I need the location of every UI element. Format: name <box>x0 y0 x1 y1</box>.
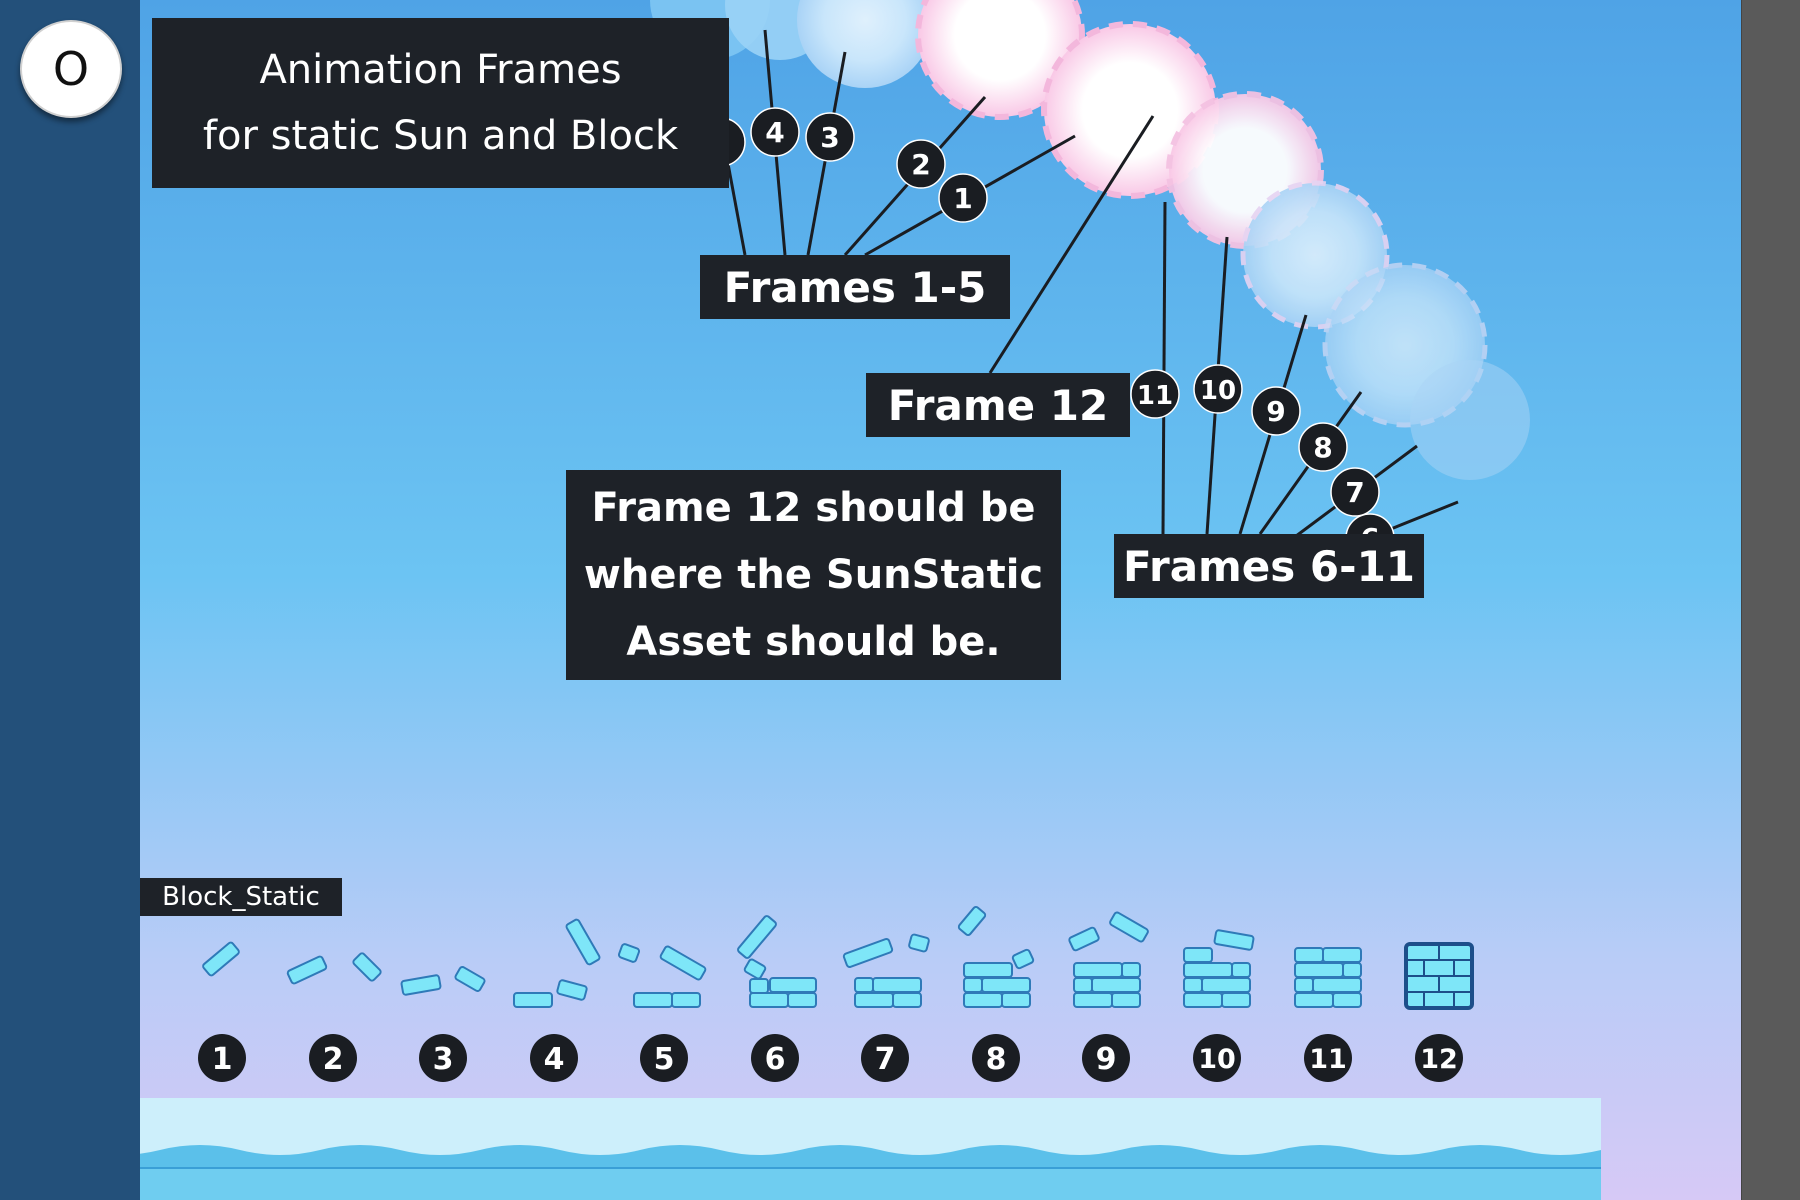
block-num-4: 4 <box>530 1034 578 1082</box>
block-frame-9 <box>1068 911 1149 1008</box>
sun-dot-3: 3 <box>805 112 855 162</box>
block-num-9: 9 <box>1082 1034 1130 1082</box>
right-scrollbar[interactable] <box>1741 0 1800 1200</box>
frame-12-label: Frame 12 <box>866 373 1130 437</box>
sun-dot-9: 9 <box>1251 386 1301 436</box>
title-box: Animation Frames for static Sun and Bloc… <box>152 18 729 188</box>
title-line-1: Animation Frames <box>259 47 622 93</box>
sun-dot-8: 8 <box>1298 422 1348 472</box>
block-num-2-label: 2 <box>323 1042 344 1077</box>
note-line-2: where the SunStatic <box>583 551 1044 598</box>
sun-dot-7: 7 <box>1330 467 1380 517</box>
sun-dot-8-label: 8 <box>1313 431 1332 464</box>
frames-6-11-label: Frames 6-11 <box>1114 534 1424 598</box>
sun-dot-1-label: 1 <box>953 182 972 215</box>
block-num-4-label: 4 <box>544 1042 565 1077</box>
sun-frame-2 <box>915 0 1085 120</box>
block-frame-11 <box>1294 947 1362 1008</box>
block-num-3: 3 <box>419 1034 467 1082</box>
block-frame-5 <box>617 943 707 1008</box>
sun-frame-8 <box>1410 360 1530 480</box>
sun-dot-11-label: 11 <box>1137 381 1173 411</box>
frames-1-5-label: Frames 1-5 <box>700 255 1010 319</box>
block-num-11-label: 11 <box>1309 1044 1347 1075</box>
sun-frame-3 <box>797 0 933 88</box>
block-frame-7 <box>842 933 930 1008</box>
block-num-10-label: 10 <box>1198 1044 1236 1075</box>
block-frame-4 <box>513 918 601 1008</box>
block-frames <box>202 906 1474 1010</box>
note-box: Frame 12 should be where the SunStatic A… <box>566 470 1061 680</box>
sun-dot-4-label: 4 <box>765 116 784 149</box>
block-num-7-label: 7 <box>875 1042 896 1077</box>
block-frame-6 <box>737 915 817 1008</box>
block-static-label: Block_Static <box>140 878 342 916</box>
sun-frames <box>650 0 1530 480</box>
sun-dot-2: 2 <box>896 139 946 189</box>
ground <box>140 1098 1601 1200</box>
block-num-1-label: 1 <box>212 1042 233 1077</box>
block-frame-2 <box>286 952 382 985</box>
sun-dot-4: 4 <box>750 107 800 157</box>
block-num-12-label: 12 <box>1420 1044 1458 1075</box>
block-frame-3 <box>400 966 486 996</box>
block-num-11: 11 <box>1304 1034 1352 1082</box>
sun-dot-1: 1 <box>938 173 988 223</box>
block-num-6: 6 <box>751 1034 799 1082</box>
sun-dot-9-label: 9 <box>1266 395 1285 428</box>
block-num-12: 12 <box>1415 1034 1463 1082</box>
sun-dot-7-label: 7 <box>1345 476 1364 509</box>
block-num-5: 5 <box>640 1034 688 1082</box>
block-num-5-label: 5 <box>654 1042 675 1077</box>
step-marker: O <box>20 20 122 118</box>
block-num-3-label: 3 <box>433 1042 454 1077</box>
block-num-2: 2 <box>309 1034 357 1082</box>
scene-svg: 1 2 3 4 5 6 7 8 9 10 11 <box>140 0 1601 1200</box>
sun-dot-10-label: 10 <box>1200 376 1236 406</box>
sun-dot-2-label: 2 <box>911 148 930 181</box>
block-frame-1 <box>202 941 240 977</box>
left-panel <box>0 0 140 1200</box>
sun-dot-3-label: 3 <box>820 121 839 154</box>
block-frame-10 <box>1183 929 1255 1008</box>
block-frame-8 <box>957 906 1035 1008</box>
block-frame-numbers: 1 2 3 4 5 6 7 8 9 10 11 12 <box>198 1034 1463 1082</box>
sun-dot-10: 10 <box>1193 364 1243 414</box>
note-line-1: Frame 12 should be <box>591 484 1036 531</box>
block-num-7: 7 <box>861 1034 909 1082</box>
note-line-3: Asset should be. <box>626 618 1001 665</box>
block-num-8: 8 <box>972 1034 1020 1082</box>
block-num-1: 1 <box>198 1034 246 1082</box>
block-num-8-label: 8 <box>986 1042 1007 1077</box>
game-stage: 1 2 3 4 5 6 7 8 9 10 11 <box>140 0 1741 1200</box>
block-frame-12 <box>1404 942 1474 1010</box>
block-num-6-label: 6 <box>765 1042 786 1077</box>
title-line-2: for static Sun and Block <box>202 113 679 159</box>
block-num-10: 10 <box>1193 1034 1241 1082</box>
block-num-9-label: 9 <box>1096 1042 1117 1077</box>
sun-dot-11: 11 <box>1130 369 1180 419</box>
